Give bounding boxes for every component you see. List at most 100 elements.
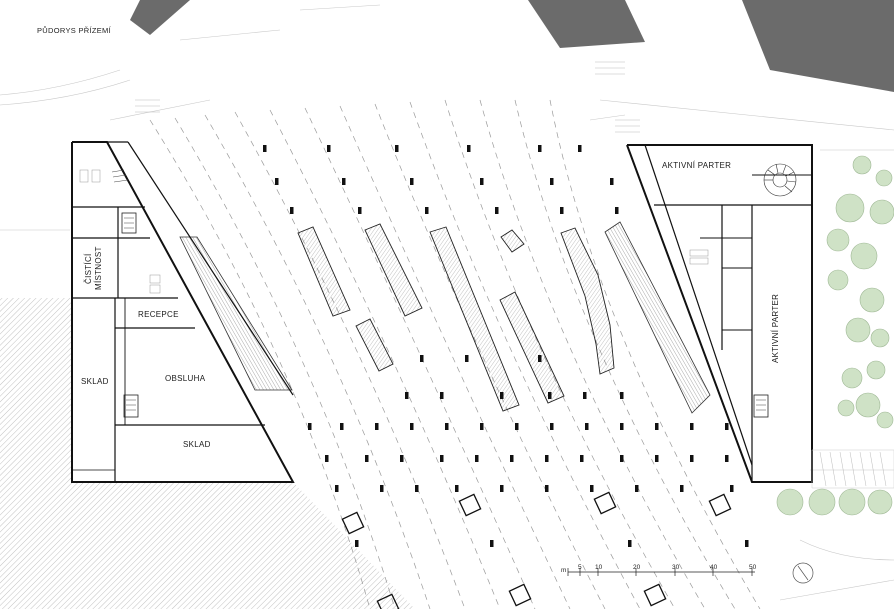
building-block [130,0,190,35]
drawing-title: PŮDORYS PŘÍZEMÍ [37,26,112,35]
tree-canopy [827,269,849,291]
room-label-obsluha: OBSLUHA [165,374,206,383]
column-marker [680,485,684,492]
column-marker [548,392,552,399]
tree-canopy [866,360,886,380]
column-marker [585,423,589,430]
column-marker [620,392,624,399]
column-marker [263,145,267,152]
column-marker [590,485,594,492]
column-marker [538,145,542,152]
tree-canopy [838,488,866,516]
column-marker [490,540,494,547]
tree-canopy [875,169,893,187]
room-label-aktivni-parter-side: AKTIVNÍ PARTER [771,294,780,363]
column-marker [480,178,484,185]
column-marker [578,145,582,152]
column-marker [415,485,419,492]
column-marker [500,485,504,492]
column-marker [635,485,639,492]
room-label-sklad-left: SKLAD [81,377,109,386]
column-marker [395,145,399,152]
tree-canopy [841,367,863,389]
column-marker [440,392,444,399]
column-marker [335,485,339,492]
tree-canopy [850,242,878,270]
scale-tick-30: 30 [672,564,680,571]
tree-canopies [776,155,894,516]
column-marker [550,423,554,430]
room-label-sklad-bottom: SKLAD [183,440,211,449]
column-marker [745,540,749,547]
tree-canopy [837,399,855,417]
column-marker [560,207,564,214]
column-marker [510,455,514,462]
tree-canopy [876,411,894,429]
column-marker [615,207,619,214]
scale-tick-40: 40 [710,564,718,571]
column-marker [365,455,369,462]
column-marker [628,540,632,547]
ground-band-hatch [819,451,887,487]
column-marker [325,455,329,462]
room-label-aktivni-parter-top: AKTIVNÍ PARTER [662,161,731,170]
column-marker [550,178,554,185]
column-marker [445,423,449,430]
column-marker [580,455,584,462]
right-building [604,144,813,483]
column-marker [358,207,362,214]
context-lines [0,4,894,601]
column-marker [340,423,344,430]
tree-canopy [855,392,881,418]
room-label-recepce: RECEPCE [138,310,179,319]
scale-tick-5: 5 [578,564,582,571]
column-marker [655,455,659,462]
column-marker [495,207,499,214]
column-marker [538,355,542,362]
tree-canopy [845,317,871,343]
north-arrow-icon [792,562,814,584]
column-marker [327,145,331,152]
column-marker [620,423,624,430]
tree-canopy [776,488,804,516]
column-marker [400,455,404,462]
tree-canopy [808,488,836,516]
scale-tick-20: 20 [633,564,641,571]
column-marker [275,178,279,185]
parking-marks [135,61,640,133]
column-marker [308,423,312,430]
column-marker [290,207,294,214]
column-marker [515,423,519,430]
tree-canopy [826,228,850,252]
tree-canopy [867,489,893,515]
column-marker [583,392,587,399]
column-marker [545,485,549,492]
column-marker [725,455,729,462]
column-marker [380,485,384,492]
column-marker [467,145,471,152]
tree-canopy [869,199,894,225]
column-marker [425,207,429,214]
scale-unit: m [561,567,566,574]
column-marker [690,455,694,462]
column-marker [375,423,379,430]
column-marker [410,423,414,430]
shelter-kiosks [341,491,732,609]
column-marker [725,423,729,430]
scale-bar [567,568,755,576]
roof-strip-left [179,236,293,391]
column-marker [355,540,359,547]
ground-band [811,449,894,489]
column-marker [545,455,549,462]
column-marker [610,178,614,185]
column-marker [730,485,734,492]
column-marker [500,392,504,399]
spiral-stair [763,163,797,197]
column-marker [655,423,659,430]
column-marker [420,355,424,362]
column-marker [480,423,484,430]
left-building [71,141,295,483]
column-marker [690,423,694,430]
room-label-cistici: ČISTÍCÍ [84,253,93,284]
